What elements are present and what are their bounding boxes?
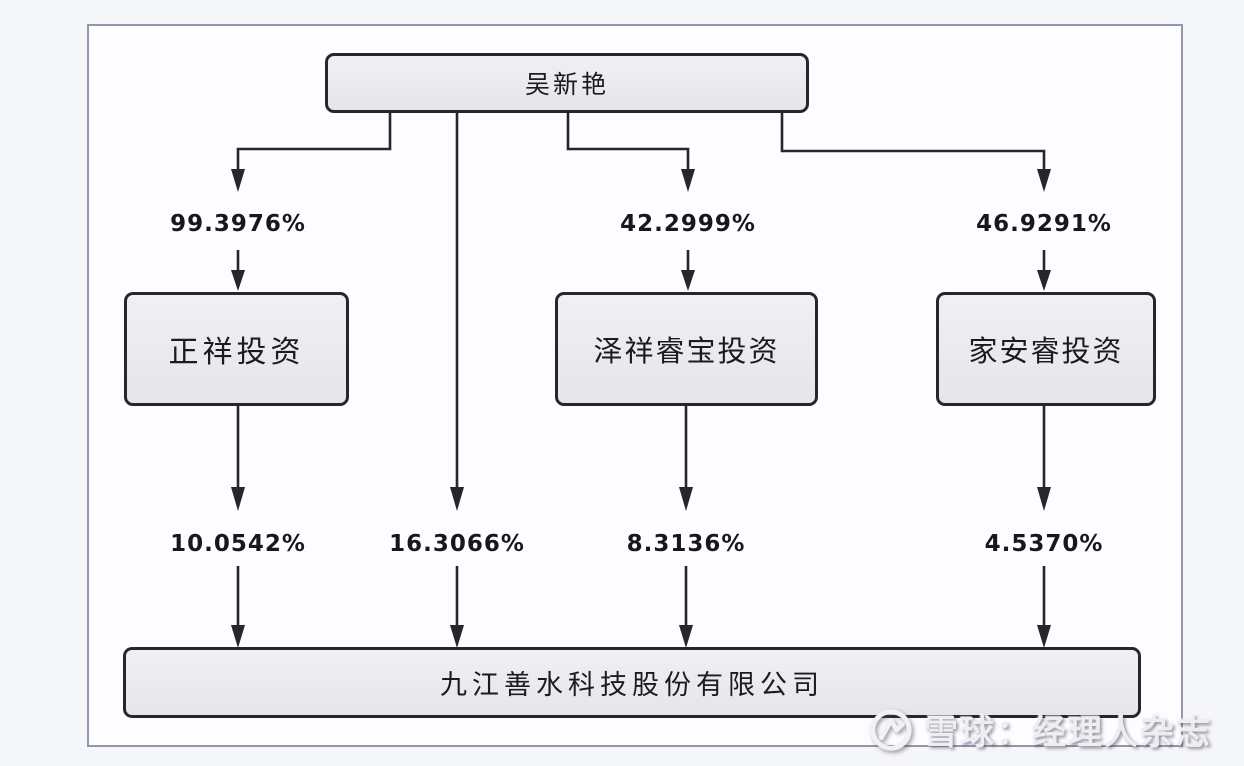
snowball-logo-icon — [870, 708, 912, 751]
root-shareholder-box: 吴新艳 — [325, 53, 809, 113]
pct-center-to-company: 8.3136% — [626, 531, 746, 557]
entity-label-zexiangruibao: 泽祥睿宝投资 — [593, 334, 780, 368]
entity-box-zexiangruibao: 泽祥睿宝投资 — [555, 292, 818, 406]
watermark-text: 雪球：经理人杂志 — [924, 713, 1212, 753]
entity-box-jiaanrui: 家安睿投资 — [936, 292, 1156, 406]
company-label: 九江善水科技股份有限公司 — [440, 670, 824, 701]
pct-root-to-center: 42.2999% — [620, 211, 756, 237]
entity-box-zhengxiang: 正祥投资 — [124, 292, 349, 406]
watermark: 雪球：经理人杂志 — [868, 705, 1212, 754]
pct-root-to-left: 99.3976% — [170, 211, 306, 237]
pct-root-to-right: 46.9291% — [976, 211, 1112, 237]
pct-root-direct-to-company: 16.3066% — [389, 531, 525, 557]
entity-label-jiaanrui: 家安睿投资 — [968, 334, 1124, 368]
pct-left-to-company: 10.0542% — [170, 531, 306, 557]
pct-right-to-company: 4.5370% — [984, 531, 1104, 557]
root-shareholder-label: 吴新艳 — [524, 70, 609, 99]
company-box: 九江善水科技股份有限公司 — [123, 647, 1141, 718]
entity-label-zhengxiang: 正祥投资 — [168, 335, 305, 370]
